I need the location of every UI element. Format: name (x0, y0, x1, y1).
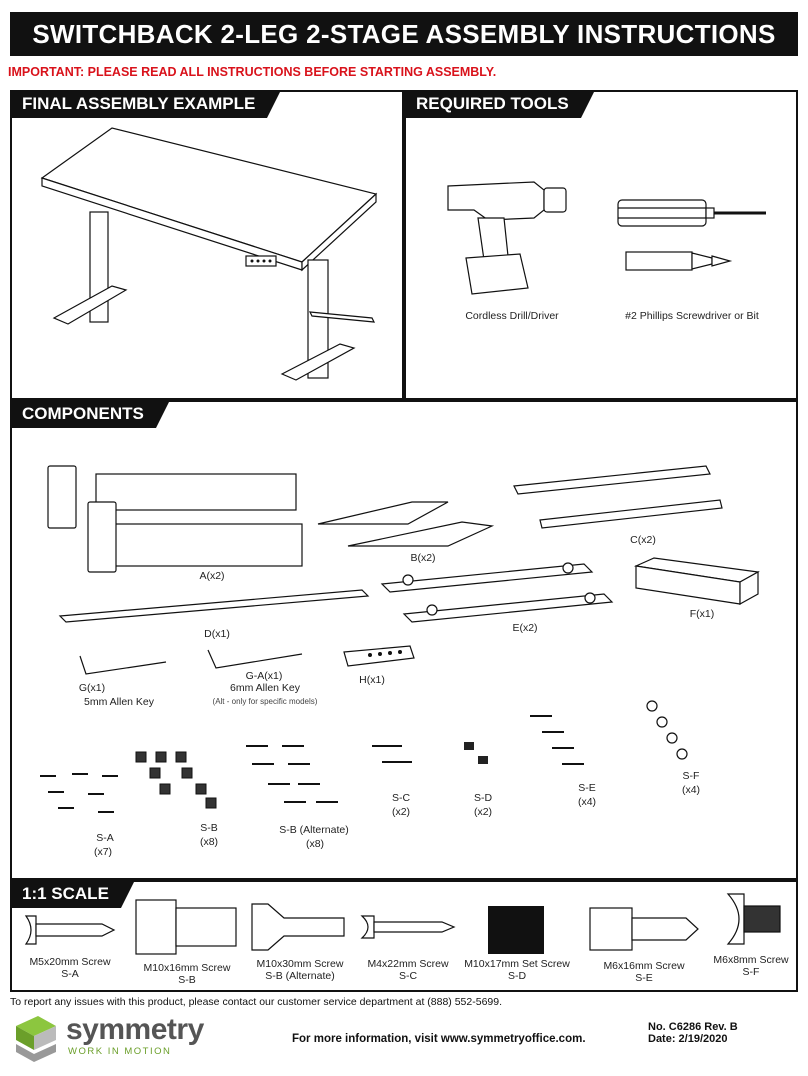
screw-sd-label: S-D (473, 792, 493, 804)
screws-se-icon (530, 715, 584, 765)
component-h-label: H(x1) (359, 674, 385, 686)
screw-sa-label: S-A (96, 832, 114, 844)
scale-se-icon (589, 907, 699, 951)
scale-sd-code: S-D (507, 970, 527, 982)
report-issues-note: To report any issues with this product, … (10, 996, 503, 1008)
screw-sb-alt-qty: (x8) (305, 838, 325, 850)
screwdriver-icon (617, 199, 766, 271)
screws-sa-icon (40, 773, 118, 813)
scale-sa-icon (24, 915, 116, 945)
scale-sa-code: S-A (61, 968, 79, 980)
final-assembly-heading: FINAL ASSEMBLY EXAMPLE (10, 90, 282, 118)
more-info-link[interactable]: For more information, visit www.symmetry… (292, 1033, 586, 1045)
component-ga-note: (Alt - only for specific models) (212, 697, 318, 706)
legs-illustration (47, 465, 303, 573)
crossbar-d-illustration (58, 589, 370, 623)
scale-sb-alt-name: M10x30mm Screw (256, 958, 344, 970)
components-panel: COMPONENTS A(x2) B(x2) C(x2) D(x1) (10, 400, 798, 880)
screw-sa-qty: (x7) (93, 846, 113, 858)
scale-sb-icon (135, 899, 237, 955)
document-number: No. C6286 Rev. B Date: 2/19/2020 (648, 1021, 738, 1045)
brand-tagline: WORK IN MOTION (68, 1046, 172, 1057)
page-title: SWITCHBACK 2-LEG 2-STAGE ASSEMBLY INSTRU… (10, 12, 798, 56)
screw-sd-qty: (x2) (473, 806, 493, 818)
scale-sf-code: S-F (742, 966, 760, 978)
screws-sb-alt-icon (246, 745, 338, 803)
drill-icon (447, 181, 567, 295)
scale-sb-code: S-B (178, 974, 196, 986)
component-c-label: C(x2) (630, 534, 656, 546)
scale-se-name: M6x16mm Screw (603, 960, 685, 972)
screw-sf-label: S-F (682, 770, 700, 782)
brackets-b-illustration (317, 501, 495, 547)
screw-sf-qty: (x4) (681, 784, 701, 796)
screwdriver-label: #2 Phillips Screwdriver or Bit (625, 310, 759, 322)
screw-sb-qty: (x8) (199, 836, 219, 848)
scale-sf-name: M6x8mm Screw (713, 954, 789, 966)
final-assembly-panel: FINAL ASSEMBLY EXAMPLE (10, 90, 404, 400)
scale-sa-name: M5x20mm Screw (29, 956, 111, 968)
screws-sb-icon (135, 751, 217, 809)
scale-sc-icon (360, 915, 456, 939)
drill-label: Cordless Drill/Driver (465, 310, 559, 322)
desk-illustration (40, 127, 378, 381)
component-e-label: E(x2) (512, 622, 538, 634)
important-notice: IMPORTANT: PLEASE READ ALL INSTRUCTIONS … (8, 65, 497, 79)
rails-c-illustration (513, 465, 723, 529)
screw-se-label: S-E (578, 782, 596, 794)
component-a-label: A(x2) (199, 570, 225, 582)
component-b-label: B(x2) (410, 552, 436, 564)
scale-heading: 1:1 SCALE (10, 880, 135, 908)
component-d-label: D(x1) (204, 628, 230, 640)
scale-panel: 1:1 SCALE M5x20mm Screw S-A M10x16mm Scr… (10, 880, 798, 992)
scale-sd-name: M10x17mm Set Screw (464, 958, 570, 970)
component-f-label: F(x1) (689, 608, 715, 620)
screw-se-qty: (x4) (577, 796, 597, 808)
brand-name: symmetry (66, 1013, 204, 1046)
allen-key-6mm-icon (207, 649, 303, 669)
scale-sd-icon (488, 906, 544, 954)
screws-sc-icon (372, 745, 412, 763)
scale-sb-name: M10x16mm Screw (143, 962, 231, 974)
scale-sb-alt-code: S-B (Alternate) (265, 970, 335, 982)
component-g-label: G(x1) (78, 682, 106, 694)
required-tools-panel: REQUIRED TOOLS Cordless Drill/Driver #2 … (404, 90, 798, 400)
handset-h-illustration (343, 645, 415, 667)
screw-sc-label: S-C (391, 792, 411, 804)
scale-sf-icon (726, 893, 781, 945)
component-ga-desc: 6mm Allen Key (229, 682, 301, 694)
required-tools-heading: REQUIRED TOOLS (404, 90, 595, 118)
scale-sc-name: M4x22mm Screw (367, 958, 449, 970)
scale-sc-code: S-C (398, 970, 418, 982)
symmetry-logo-icon (16, 1016, 56, 1062)
screws-sd-icon (464, 742, 488, 764)
supports-e-illustration (380, 562, 614, 623)
components-heading: COMPONENTS (10, 400, 170, 428)
scale-se-code: S-E (635, 972, 653, 984)
allen-key-5mm-icon (79, 655, 167, 675)
component-ga-label: G-A(x1) (245, 670, 283, 682)
screws-sf-icon (646, 700, 688, 760)
doc-date: Date: 2/19/2020 (648, 1033, 728, 1045)
screw-sb-alt-label: S-B (Alternate) (279, 824, 349, 836)
component-g-desc: 5mm Allen Key (83, 696, 155, 708)
control-box-f-illustration (633, 557, 760, 606)
screw-sc-qty: (x2) (391, 806, 411, 818)
scale-sb-alt-icon (251, 903, 345, 951)
doc-number: No. C6286 Rev. B (648, 1021, 738, 1033)
screw-sb-label: S-B (200, 822, 218, 834)
